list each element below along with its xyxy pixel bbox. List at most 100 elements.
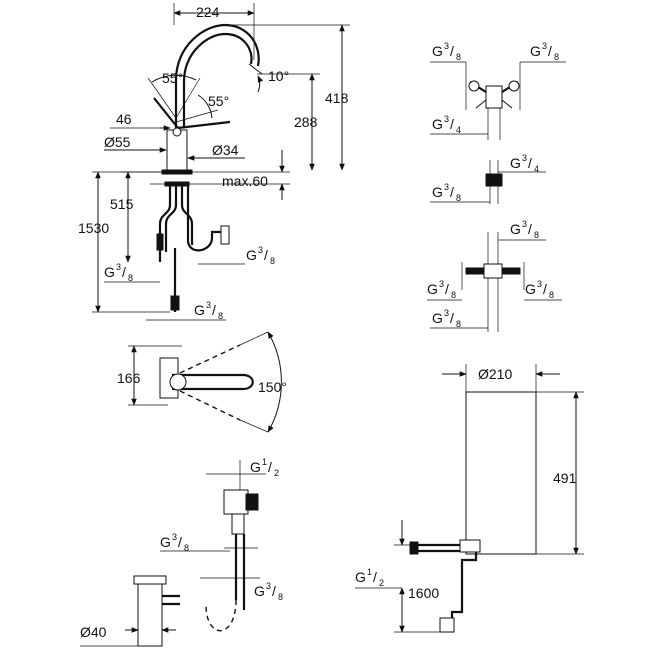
lever-angle-left: 55° <box>162 70 183 86</box>
cross-connection-bottom: G 3 / 8 <box>430 308 488 329</box>
svg-text:G: G <box>525 281 536 297</box>
svg-text:3: 3 <box>172 532 177 542</box>
faucet-connection-bottom: G 3 / 8 <box>146 295 226 321</box>
svg-text:3: 3 <box>116 262 121 272</box>
svg-text:8: 8 <box>128 273 133 283</box>
svg-text:3: 3 <box>206 300 211 310</box>
svg-text:G: G <box>510 155 521 171</box>
spout-arc-inner <box>182 32 253 128</box>
spout-arc <box>174 23 260 128</box>
svg-text:G: G <box>104 264 115 280</box>
boiler-height-dimension: 491 <box>553 470 577 486</box>
faucet-top-view: 166 150° <box>117 331 287 433</box>
svg-text:/: / <box>268 459 272 475</box>
svg-text:3: 3 <box>258 245 263 255</box>
boiler-tank <box>465 391 537 555</box>
boiler-mount-height-dimension: 1600 <box>408 585 439 601</box>
svg-text:/: / <box>373 569 377 585</box>
max-thickness-dimension: max.60 <box>222 173 268 189</box>
cross-connection-left: G 3 / 8 <box>427 279 462 301</box>
svg-text:/: / <box>272 583 276 599</box>
adapter-connection-top: G 3 / 4 <box>498 153 546 174</box>
svg-text:3: 3 <box>444 308 449 318</box>
svg-text:G: G <box>194 302 205 318</box>
cross-connection-right: G 3 / 8 <box>524 279 562 301</box>
svg-text:G: G <box>432 184 443 200</box>
svg-text:/: / <box>450 184 454 200</box>
svg-text:3: 3 <box>439 279 444 289</box>
svg-text:4: 4 <box>534 164 539 174</box>
svg-text:3: 3 <box>522 153 527 163</box>
tee-connection-top-left: G 3 / 8 <box>430 41 466 63</box>
svg-text:G: G <box>432 310 443 326</box>
tee-connection-top-right: G 3 / 8 <box>520 41 566 63</box>
svg-text:3: 3 <box>266 581 271 591</box>
svg-text:8: 8 <box>278 592 283 602</box>
faucet-connection-right: G 3 / 8 <box>198 245 275 266</box>
base-diameter-dimension: Ø55 <box>104 134 131 150</box>
svg-text:G: G <box>427 281 438 297</box>
top-view-depth-dimension: 166 <box>117 370 141 386</box>
fittings-cross: G 3 / 8 G 3 / 8 G 3 / 8 G 3 / 8 <box>427 219 562 332</box>
swivel-angle-dimension: 150° <box>258 379 287 395</box>
svg-text:8: 8 <box>456 319 461 329</box>
svg-text:G: G <box>250 459 261 475</box>
adapter-connection-bottom: G 3 / 8 <box>430 182 490 203</box>
svg-text:G: G <box>510 221 521 237</box>
siphon-diameter-dimension: Ø40 <box>80 624 107 640</box>
svg-text:8: 8 <box>554 52 559 62</box>
svg-text:/: / <box>445 281 449 297</box>
svg-text:/: / <box>212 302 216 318</box>
boiler-inlet-connection: G 1 / 2 <box>355 567 402 589</box>
svg-text:3: 3 <box>542 41 547 51</box>
fittings-adapter: G 3 / 4 G 3 / 8 <box>430 153 546 204</box>
svg-text:8: 8 <box>456 193 461 203</box>
hose-length-dimension: 515 <box>110 196 134 212</box>
fittings-tee: G 3 / 8 G 3 / 8 G 3 / 4 <box>430 41 566 140</box>
svg-text:4: 4 <box>456 125 461 135</box>
svg-text:3: 3 <box>522 219 527 229</box>
svg-text:8: 8 <box>451 290 456 300</box>
spout-reach-dimension: 224 <box>196 4 220 20</box>
svg-text:/: / <box>178 534 182 550</box>
svg-text:/: / <box>264 247 268 263</box>
svg-text:/: / <box>450 43 454 59</box>
boiler-unit: Ø210 491 G 1 / 2 1600 <box>355 364 584 633</box>
svg-text:/: / <box>122 264 126 280</box>
svg-text:8: 8 <box>549 290 554 300</box>
mounting-height-dimension: 1530 <box>78 220 109 236</box>
svg-text:G: G <box>432 116 443 132</box>
svg-text:2: 2 <box>274 468 279 478</box>
svg-text:8: 8 <box>184 543 189 553</box>
svg-text:/: / <box>543 281 547 297</box>
svg-text:8: 8 <box>270 256 275 266</box>
handle-width-dimension: 46 <box>116 111 132 127</box>
svg-text:8: 8 <box>534 230 539 240</box>
lever-angle-right: 55° <box>208 93 229 109</box>
boiler-diameter-dimension: Ø210 <box>478 366 512 382</box>
svg-text:G: G <box>432 43 443 59</box>
svg-text:8: 8 <box>456 52 461 62</box>
faucet-side-view: 224 10° 418 288 55° 55° 46 <box>78 3 350 321</box>
svg-text:/: / <box>450 116 454 132</box>
svg-text:3: 3 <box>444 182 449 192</box>
svg-text:3: 3 <box>444 114 449 124</box>
svg-text:G: G <box>246 247 257 263</box>
cross-connection-top: G 3 / 8 <box>498 219 546 241</box>
valve-inlet-connection: G 1 / 2 <box>250 457 279 478</box>
svg-text:/: / <box>528 221 532 237</box>
svg-text:/: / <box>528 155 532 171</box>
valve-low-connection: G 3 / 8 <box>254 581 283 602</box>
faucet-connection-left: G 3 / 8 <box>104 262 160 283</box>
hole-diameter-dimension: Ø34 <box>212 142 239 158</box>
svg-text:/: / <box>450 310 454 326</box>
valve-assembly: G 1 / 2 G 3 / 8 G 3 / 8 Ø40 <box>80 457 283 647</box>
svg-text:G: G <box>160 534 171 550</box>
svg-text:G: G <box>254 583 265 599</box>
spout-height-dimension: 288 <box>294 114 318 130</box>
spout-tilt-angle: 10° <box>268 68 289 84</box>
svg-text:8: 8 <box>218 311 223 321</box>
valve-mid-connection: G 3 / 8 <box>160 532 230 553</box>
svg-text:1: 1 <box>262 457 267 467</box>
